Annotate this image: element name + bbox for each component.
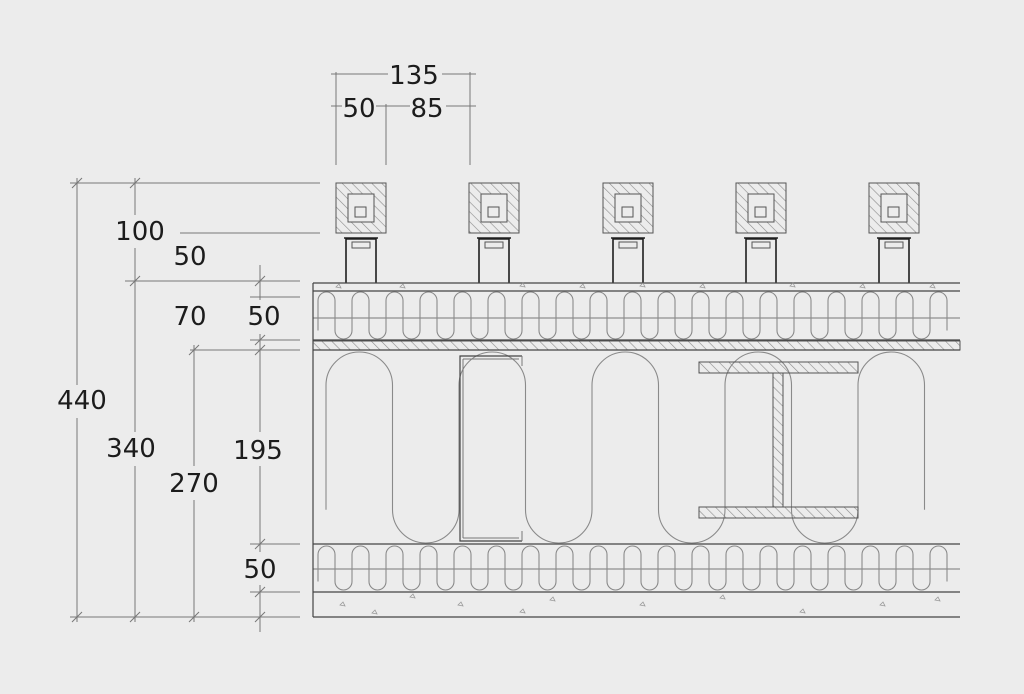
core-insulation-wave — [325, 351, 926, 544]
bracket-icon — [744, 237, 778, 283]
dim-50-upper: 50 — [247, 302, 280, 332]
dim-50-left: 50 — [173, 242, 206, 272]
top-dimensions: 135 50 85 — [331, 61, 476, 165]
square-tube-icon — [735, 182, 787, 234]
square-tube-icon — [602, 182, 654, 234]
left-dimensions: 440 340 270 100 50 70 50 195 50 — [57, 177, 320, 632]
dim-195: 195 — [233, 436, 283, 466]
concrete-speckles — [335, 282, 941, 615]
slab-section — [312, 282, 961, 618]
lower-insulation-wave — [317, 545, 948, 591]
dim-50-lower: 50 — [243, 555, 276, 585]
steel-i-beam-icon — [698, 361, 859, 519]
square-tube-icon — [868, 182, 920, 234]
dim-70: 70 — [173, 302, 206, 332]
dim-270: 270 — [169, 469, 219, 499]
dim-135: 135 — [389, 61, 439, 91]
dim-440: 440 — [57, 386, 107, 416]
bracket-icon — [344, 237, 378, 283]
bracket-icon — [611, 237, 645, 283]
dim-100: 100 — [115, 217, 165, 247]
dim-340: 340 — [106, 434, 156, 464]
bracket-icon — [877, 237, 911, 283]
bracket-icon — [477, 237, 511, 283]
square-tube-icon — [468, 182, 520, 234]
square-tube-icon — [335, 182, 387, 234]
channel-section-icon — [459, 355, 523, 542]
dim-50-top: 50 — [342, 94, 375, 124]
dim-85: 85 — [410, 94, 443, 124]
square-tube-row — [335, 182, 920, 283]
upper-insulation-wave — [317, 291, 948, 340]
